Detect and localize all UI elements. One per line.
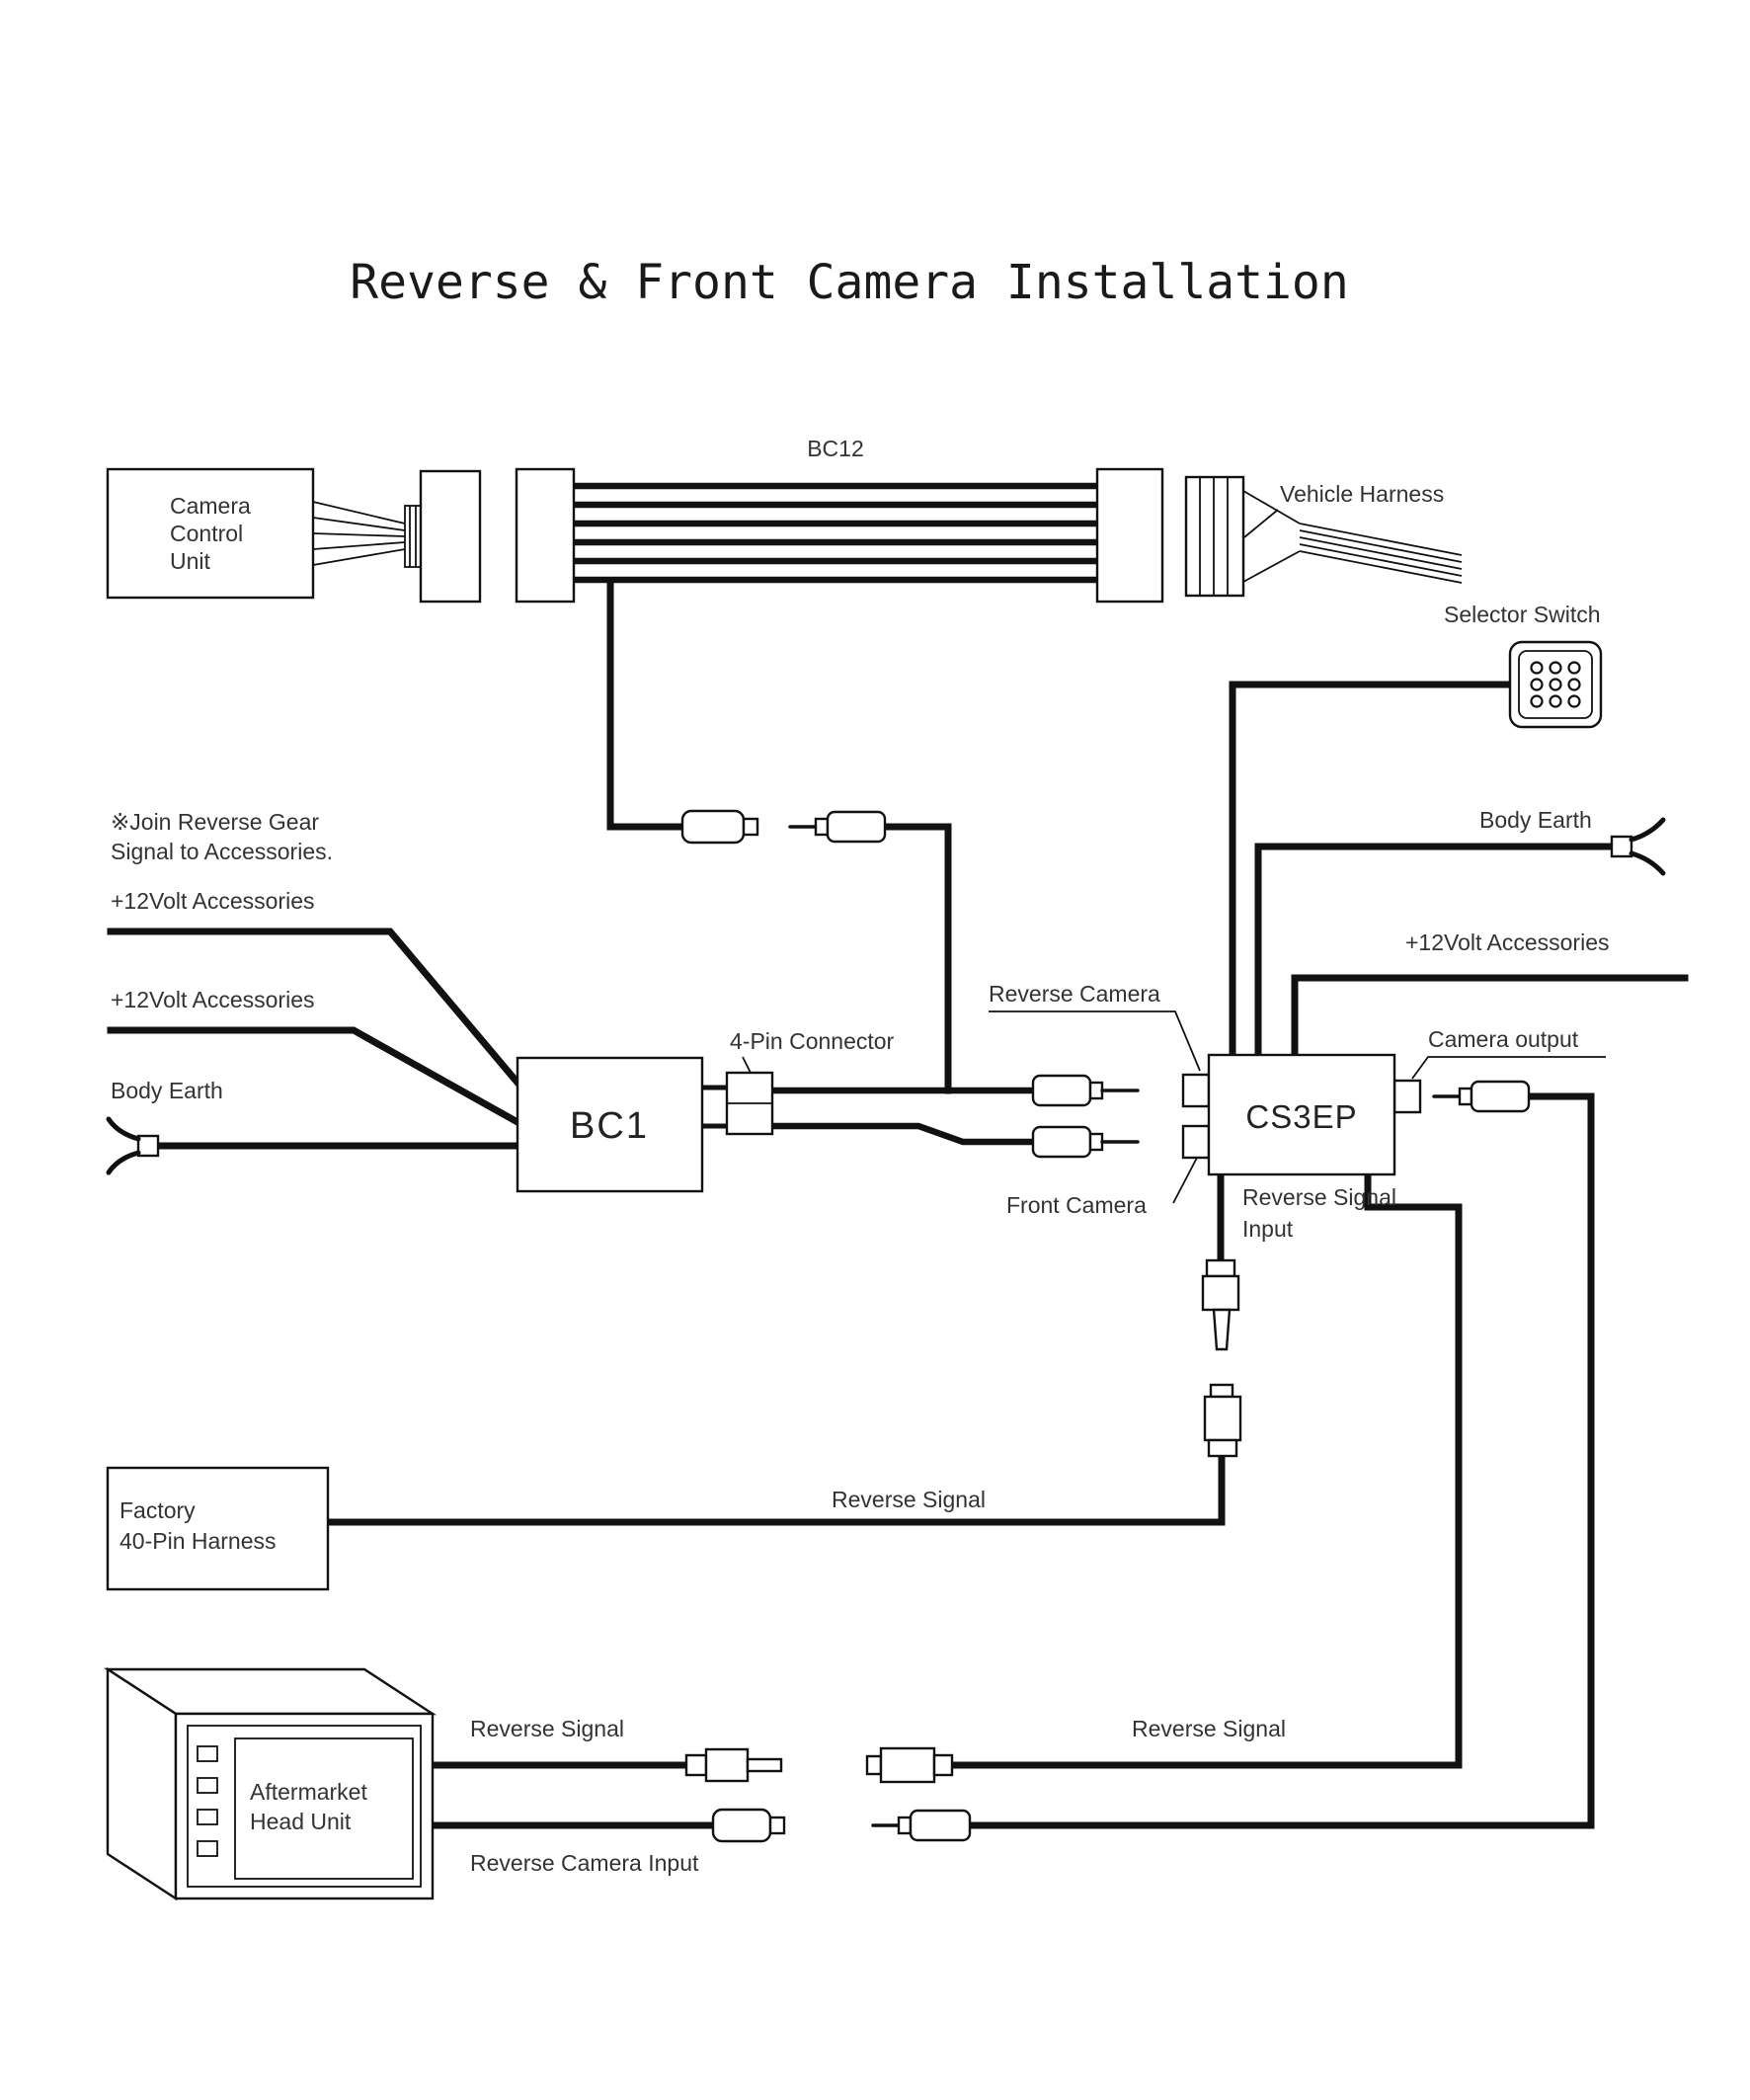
selector-switch-label: Selector Switch <box>1444 602 1601 627</box>
reverse-signal-output-wire <box>948 1171 1463 1769</box>
reverse-camera-label: Reverse Camera <box>989 981 1160 1007</box>
reverse-camera-input-label: Reverse Camera Input <box>470 1850 699 1876</box>
four-pin-leader <box>742 1056 752 1074</box>
factory-harness-box <box>106 1466 330 1591</box>
front-camera-wire <box>768 1122 1037 1146</box>
note-line-2: Signal to Accessories. <box>111 839 333 864</box>
female-rca-barrel-icon <box>680 809 759 845</box>
camera-control-unit-box <box>106 467 315 600</box>
camera-output-leader <box>1411 1056 1606 1080</box>
body-earth-left-fork-icon <box>106 1116 160 1175</box>
texts: Reverse & Front Camera Installation Came… <box>111 255 1609 1876</box>
bc12-connector-left <box>515 467 576 604</box>
accessories-left-wire-2 <box>107 1026 522 1127</box>
accessories-left-label-1: +12Volt Accessories <box>111 888 314 914</box>
head-unit-label-1: Aftermarket <box>250 1779 367 1805</box>
factory-label-2: 40-Pin Harness <box>119 1528 277 1554</box>
reverse-camera-rca-icon <box>1031 1074 1140 1107</box>
reverse-signal-right-label: Reverse Signal <box>1132 1716 1286 1741</box>
accessories-right-label: +12Volt Accessories <box>1405 929 1609 955</box>
accessories-left-wire-1 <box>107 928 522 1088</box>
bc1-box <box>516 1056 704 1193</box>
reverse-camera-leader <box>989 1010 1201 1072</box>
cs3ep-left-jack-bottom <box>1181 1124 1211 1160</box>
ccu-label-2: Control <box>170 521 243 546</box>
cs3ep-label: CS3EP <box>1245 1098 1357 1135</box>
selector-switch-wire <box>1229 681 1514 1059</box>
four-pin-label: 4-Pin Connector <box>730 1028 895 1054</box>
head-unit-icon <box>103 1666 438 1901</box>
bc12-drop-wire <box>606 581 686 831</box>
vehicle-harness-connector <box>1184 475 1245 598</box>
reverse-camera-input-barrel-icon <box>711 1808 786 1843</box>
page-title: Reverse & Front Camera Installation <box>350 255 1348 310</box>
ccu-label-3: Unit <box>170 548 211 574</box>
body-earth-right-label: Body Earth <box>1479 807 1592 833</box>
ccu-connector-fan <box>312 501 406 566</box>
middle-rca-out-wire <box>881 823 952 1094</box>
front-camera-rca-icon <box>1031 1125 1140 1159</box>
camera-output-long-wire <box>966 1092 1595 1829</box>
detail-lines <box>312 490 1606 1204</box>
head-unit-label-2: Head Unit <box>250 1809 352 1834</box>
reverse-signal-spade-female-icon <box>865 1746 954 1784</box>
bc1-label: BC1 <box>570 1105 649 1147</box>
front-camera-leader <box>1172 1157 1198 1204</box>
head-unit-spade-male-icon <box>684 1747 783 1783</box>
accessories-right-wire <box>1291 974 1689 1059</box>
reverse-signal-input-label-1: Reverse Signal <box>1242 1184 1396 1210</box>
spade-terminal-male-down-icon <box>1201 1258 1240 1351</box>
factory-label-1: Factory <box>119 1497 196 1523</box>
cs3ep-left-jack-top <box>1181 1073 1211 1108</box>
head-unit-screen <box>234 1737 414 1880</box>
reverse-signal-input-label-2: Input <box>1242 1216 1294 1242</box>
body-earth-right-wire <box>1254 843 1616 1059</box>
bc12-harness-wires <box>570 482 1101 584</box>
male-rca-plug-middle-icon <box>788 810 887 844</box>
wires <box>107 581 1689 1829</box>
vehicle-harness-leader <box>1243 509 1279 538</box>
reverse-signal-mid-label: Reverse Signal <box>832 1487 986 1512</box>
vehicle-harness-label: Vehicle Harness <box>1280 481 1444 507</box>
selector-switch-icon <box>1508 640 1603 729</box>
front-camera-label: Front Camera <box>1006 1192 1147 1218</box>
accessories-left-label-2: +12Volt Accessories <box>111 987 314 1012</box>
camera-output-rca-icon <box>1432 1080 1531 1113</box>
reverse-signal-left-label: Reverse Signal <box>470 1716 624 1741</box>
bc12-label: BC12 <box>807 436 864 461</box>
camera-output-rca-bottom-icon <box>871 1809 972 1842</box>
cs3ep-box <box>1207 1053 1396 1176</box>
cs3ep-right-jack <box>1392 1079 1422 1114</box>
components <box>103 467 1666 1901</box>
ccu-label-1: Camera <box>170 493 251 519</box>
reverse-signal-factory-wire <box>324 1450 1226 1526</box>
ccu-plug-block <box>419 469 482 604</box>
camera-output-label: Camera output <box>1428 1026 1579 1052</box>
body-earth-right-fork-icon <box>1610 817 1666 876</box>
note-line-1: ※Join Reverse Gear <box>111 809 319 835</box>
body-earth-left-label: Body Earth <box>111 1078 223 1103</box>
ccu-plug-ridge <box>404 505 422 568</box>
vehicle-harness-bundle <box>1242 490 1463 584</box>
bc12-connector-right <box>1095 467 1164 604</box>
spade-terminal-female-up-icon <box>1203 1383 1242 1458</box>
